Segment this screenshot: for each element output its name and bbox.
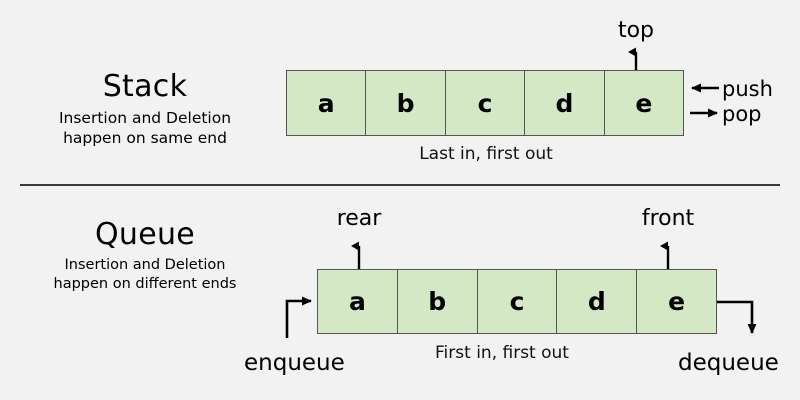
stack-title: Stack: [102, 69, 188, 104]
arrow-right-icon-enqueue: [285, 296, 312, 338]
queue-cell: d: [557, 270, 638, 333]
stack-cell: e: [604, 71, 684, 135]
arrow-down-icon-dequeue: [717, 300, 757, 334]
stack-top-pointer-label: top: [617, 18, 655, 43]
queue-subtitle: Insertion and Deletion happen on differe…: [20, 256, 270, 294]
queue-subtitle-line1: Insertion and Deletion: [64, 257, 226, 273]
queue-enqueue-label: enqueue: [244, 350, 345, 376]
queue-cell: a: [318, 270, 398, 333]
stack-cell: a: [287, 71, 367, 135]
queue-title: Queue: [94, 217, 196, 252]
queue-subtitle-line2: happen on different ends: [53, 276, 237, 292]
stack-push-label: push: [722, 77, 773, 101]
stack-subtitle-line2: happen on same end: [63, 129, 227, 147]
stack-cell: d: [525, 71, 605, 135]
queue-cells: a b c d e: [317, 269, 717, 334]
queue-caption: First in, first out: [435, 343, 569, 363]
stack-cell: c: [445, 71, 526, 135]
stack-cells: a b c d e: [286, 70, 684, 136]
section-divider: [20, 184, 780, 186]
queue-cell: c: [477, 270, 558, 333]
stack-subtitle: Insertion and Deletion happen on same en…: [20, 108, 270, 148]
stack-caption: Last in, first out: [419, 144, 553, 164]
queue-dequeue-label: dequeue: [678, 350, 779, 376]
stack-subtitle-line1: Insertion and Deletion: [58, 109, 232, 127]
queue-rear-pointer-label: rear: [336, 206, 382, 231]
queue-front-pointer-label: front: [641, 206, 695, 231]
stack-pop-label: pop: [722, 102, 762, 126]
stack-cell: b: [366, 71, 446, 135]
queue-cell: e: [637, 270, 716, 333]
queue-cell: b: [397, 270, 478, 333]
